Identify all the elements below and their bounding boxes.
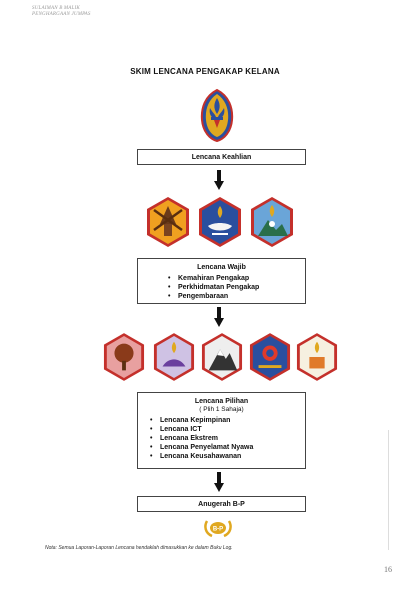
service-badge-icon bbox=[199, 197, 241, 247]
header-line-2: PENGHARGAAN JUMPAS bbox=[32, 12, 91, 17]
bp-award-wreath-icon: B-P bbox=[204, 520, 232, 538]
explorer-badge-icon bbox=[251, 197, 293, 247]
list-item: Perkhidmatan Pengakap bbox=[168, 283, 305, 292]
list-item: Lencana Keusahawanan bbox=[150, 452, 305, 461]
lencana-pilihan-box: Lencana Pilihan ( Plih 1 Sahaja) Lencana… bbox=[137, 392, 306, 469]
lencana-wajib-heading: Lencana Wajib bbox=[197, 264, 246, 271]
lencana-keahlian-box: Lencana Keahlian bbox=[137, 149, 306, 165]
lencana-pilihan-subheading: ( Plih 1 Sahaja) bbox=[199, 406, 244, 413]
list-item: Lencana Ekstrem bbox=[150, 434, 305, 443]
scout-fleur-de-lis-emblem-icon bbox=[200, 88, 234, 142]
header-line-1: SULAIMAN B MALIK bbox=[32, 6, 80, 11]
note-text: Nota: Semua Laporan-Laporan Lencana hend… bbox=[45, 545, 233, 551]
list-item: Lencana Penyelamat Nyawa bbox=[150, 443, 305, 452]
page-number: 16 bbox=[384, 565, 392, 574]
list-item: Kemahiran Pengakap bbox=[168, 274, 305, 283]
entrepreneur-badge-icon bbox=[296, 333, 338, 381]
extreme-badge-icon bbox=[201, 333, 243, 381]
margin-line bbox=[388, 430, 389, 550]
windmill-badge-icon bbox=[147, 197, 189, 247]
list-item: Lencana ICT bbox=[150, 425, 305, 434]
leadership-tree-badge-icon bbox=[103, 333, 145, 381]
arrow-down-icon bbox=[214, 472, 224, 492]
anugerah-bp-box: Anugerah B-P bbox=[137, 496, 306, 512]
lencana-pilihan-heading: Lencana Pilihan bbox=[194, 398, 249, 405]
lifesaving-badge-icon bbox=[249, 333, 291, 381]
ict-badge-icon bbox=[153, 333, 195, 381]
page-title: SKIM LENCANA PENGAKAP KELANA bbox=[130, 67, 280, 76]
award-emblem-text: B-P bbox=[213, 527, 223, 533]
arrow-down-icon bbox=[214, 170, 224, 190]
lencana-wajib-box: Lencana Wajib Kemahiran Pengakap Perkhid… bbox=[137, 258, 306, 304]
arrow-down-icon bbox=[214, 307, 224, 327]
list-item: Lencana Kepimpinan bbox=[150, 416, 305, 425]
list-item: Pengembaraan bbox=[168, 292, 305, 301]
